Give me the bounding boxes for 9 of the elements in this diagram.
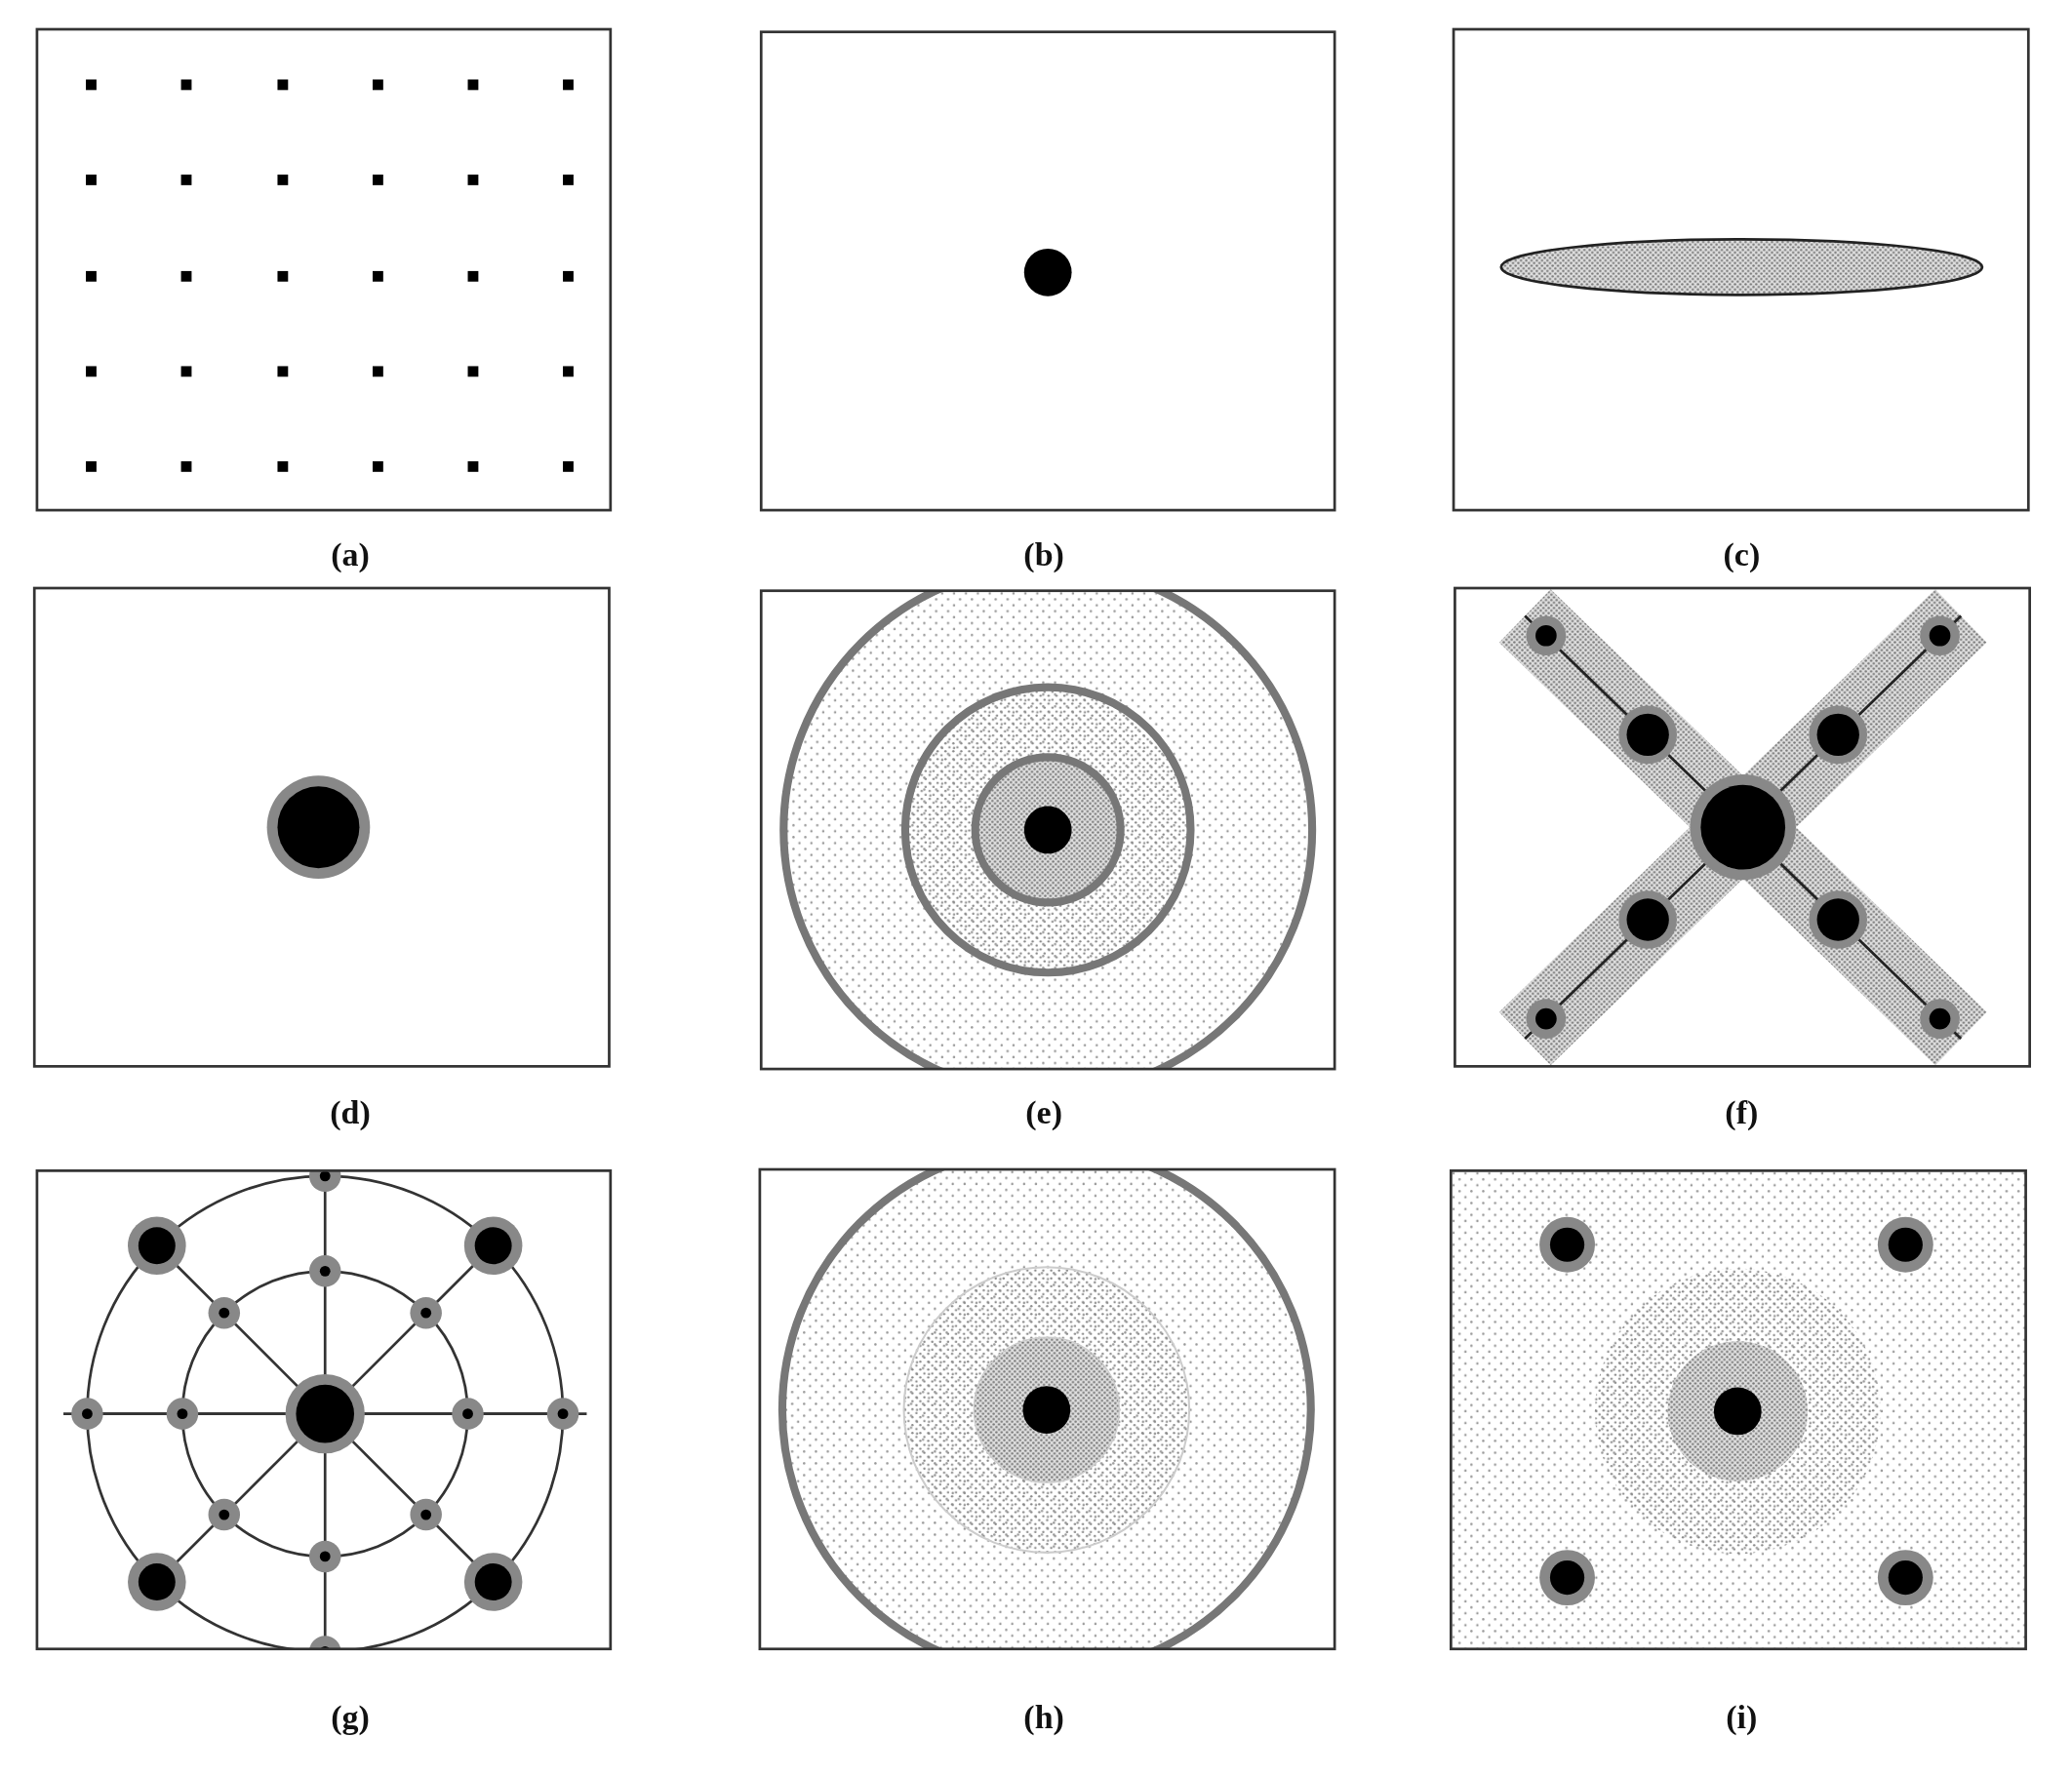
panel-label: (i) (1726, 1698, 1758, 1736)
panel-label: (g) (331, 1698, 370, 1736)
panel-label: (d) (330, 1093, 371, 1131)
panel-label: (e) (1025, 1093, 1062, 1131)
panel-label: (c) (1723, 535, 1761, 573)
panel-label: (h) (1023, 1698, 1064, 1736)
panel-label: (b) (1023, 535, 1064, 573)
panel-label: (f) (1725, 1093, 1759, 1131)
panel-label: (a) (331, 535, 370, 573)
